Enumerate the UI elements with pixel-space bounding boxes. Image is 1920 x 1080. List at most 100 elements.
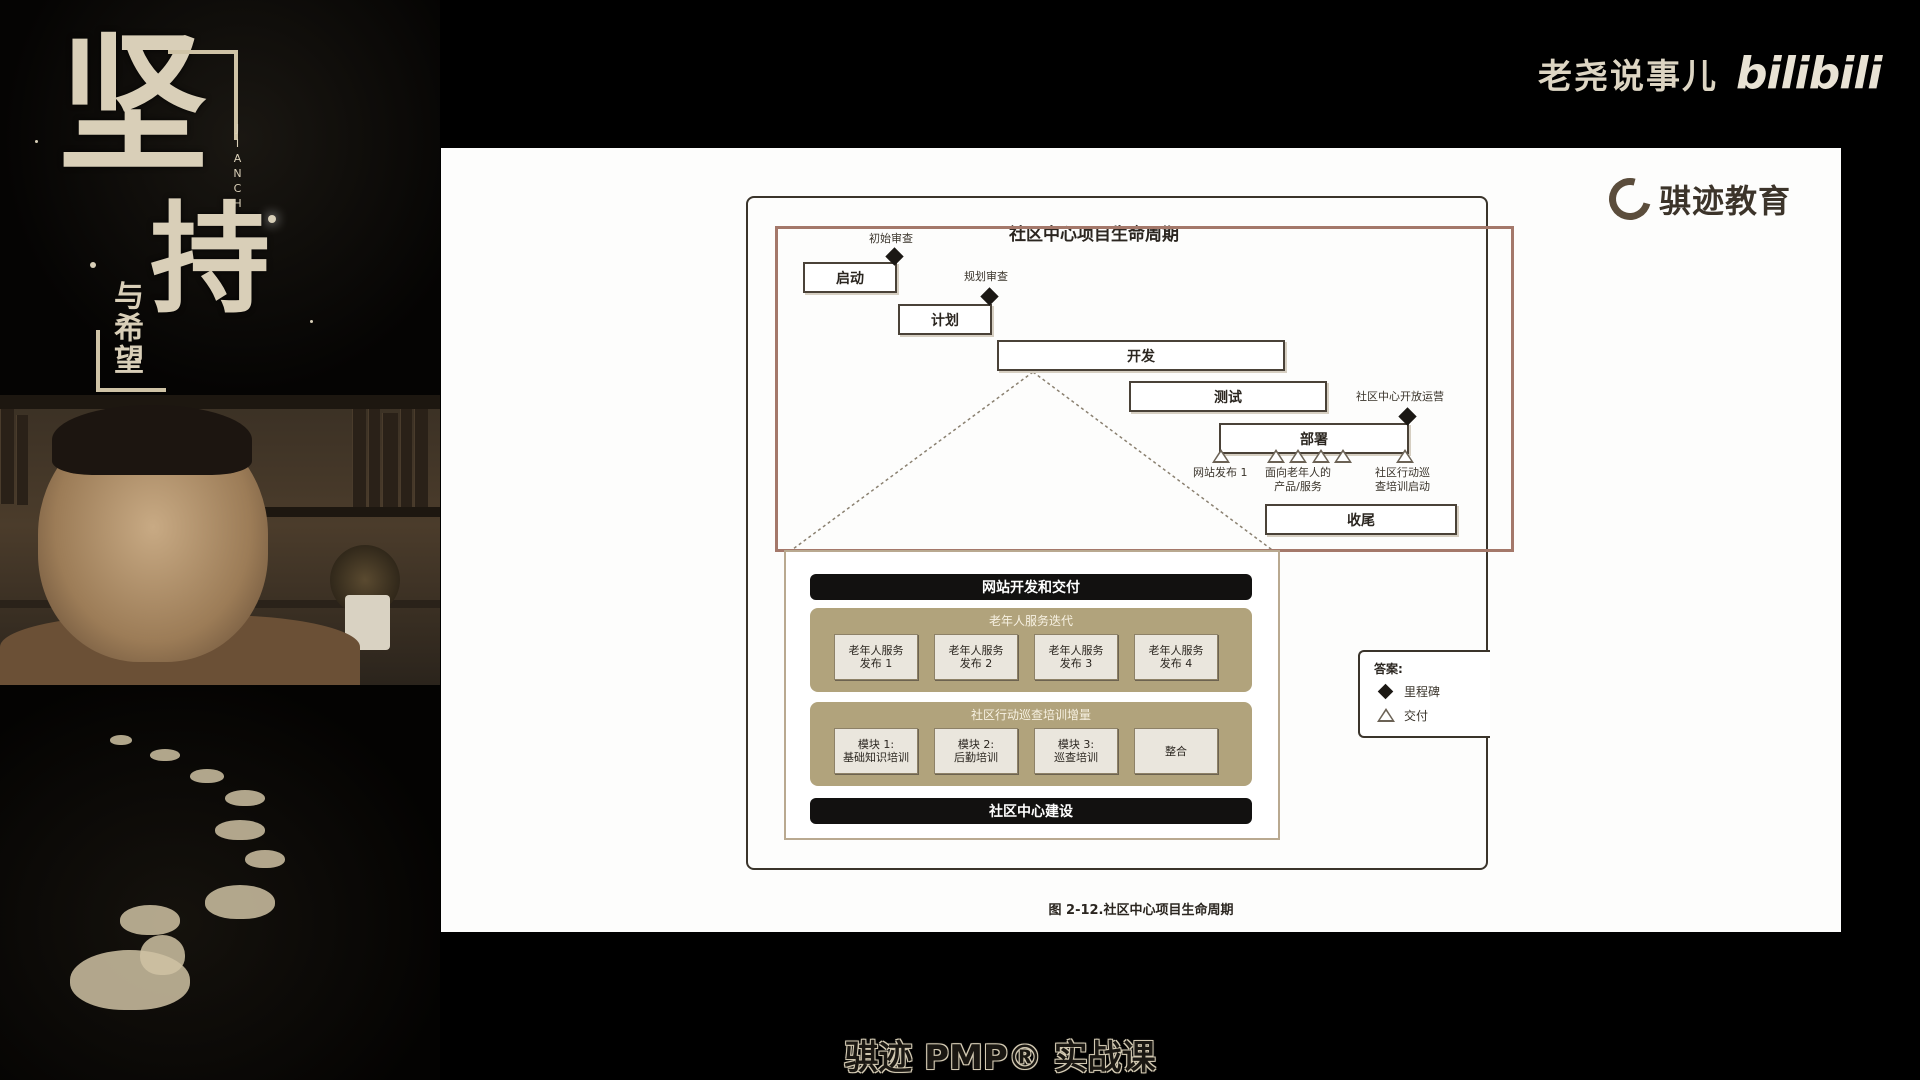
delivery-label-patrol-training: 社区行动巡 查培训启动 <box>1375 466 1430 494</box>
footprint <box>110 735 132 745</box>
figure-caption: 图 2-12.社区中心项目生命周期 <box>1048 903 1234 918</box>
chip-module-2: 模块 2:后勤培训 <box>934 728 1018 774</box>
channel-name: 老尧说事儿 <box>1538 56 1718 97</box>
slide-logo: 骐迹教育 <box>1601 170 1792 228</box>
milestone-label-plan-review: 规划审查 <box>964 270 1008 283</box>
phase-test: 测试 <box>1129 381 1327 412</box>
star-sparkle <box>310 320 313 323</box>
chip-elder-release-3: 老年人服务发布 3 <box>1034 634 1118 680</box>
star-sparkle <box>175 200 179 204</box>
chip-line: 巡查培训 <box>1054 751 1098 764</box>
book <box>368 409 380 509</box>
phase-close: 收尾 <box>1265 504 1457 535</box>
chip-line: 后勤培训 <box>954 751 998 764</box>
chip-module-3: 模块 3:巡查培训 <box>1034 728 1118 774</box>
calligraphy-stroke <box>96 388 166 392</box>
chip-line: 老年人服务 <box>848 644 904 657</box>
milestone-label-initial-review: 初始审查 <box>869 232 913 245</box>
webcam-feed <box>0 395 440 685</box>
calligraphy-main-char: 持 <box>150 189 270 330</box>
chip-line: 发布 4 <box>1159 657 1193 670</box>
presenter-hair <box>52 405 252 475</box>
star-sparkle <box>90 262 96 268</box>
calligraphy-pinyin: JIANCHI <box>231 122 244 227</box>
delivery-label-line: 产品/服务 <box>1274 480 1322 493</box>
delivery-label-line: 社区行动巡 <box>1375 466 1430 479</box>
legend-delivery-icon <box>1377 708 1395 722</box>
chip-line: 模块 1: <box>857 738 895 751</box>
phase-start: 启动 <box>803 262 897 293</box>
chip-line: 整合 <box>1165 744 1187 758</box>
chip-line: 发布 1 <box>859 657 893 670</box>
legend-title: 答案: <box>1374 662 1403 676</box>
delivery-triangle-icon <box>1267 449 1285 463</box>
diagram-frame <box>746 196 1488 870</box>
footprint-decoration <box>0 685 440 1080</box>
chip-line: 发布 2 <box>959 657 993 670</box>
chip-module-1: 模块 1:基础知识培训 <box>834 728 918 774</box>
qiji-logo-icon <box>1601 170 1659 228</box>
slide-logo-text: 骐迹教育 <box>1659 182 1792 220</box>
chip-integration: 整合 <box>1134 728 1218 774</box>
calligraphy-subtitle: 与希望 <box>108 280 143 376</box>
legend: 答案: 里程碑 交付 <box>1358 650 1490 738</box>
star-sparkle <box>268 215 276 223</box>
footprint <box>215 820 265 840</box>
book <box>400 409 412 509</box>
phase-develop: 开发 <box>997 340 1285 371</box>
band-patrol-training: 社区行动巡查培训增量 模块 1:基础知识培训 模块 2:后勤培训 模块 3:巡查… <box>810 702 1252 786</box>
star-sparkle <box>35 140 38 143</box>
delivery-label-line: 面向老年人的 <box>1265 466 1331 479</box>
detail-bottom-bar: 社区中心建设 <box>810 798 1252 824</box>
book <box>0 409 14 504</box>
chip-line: 老年人服务 <box>948 644 1004 657</box>
chip-line: 发布 3 <box>1059 657 1093 670</box>
chip-line: 模块 3: <box>1057 738 1095 751</box>
delivery-triangle-icon <box>1312 449 1330 463</box>
delivery-label-line: 查培训启动 <box>1375 480 1430 493</box>
legend-delivery-label: 交付 <box>1404 709 1429 723</box>
footprint <box>190 769 224 783</box>
footprint <box>245 850 285 868</box>
calligraphy-stroke <box>96 330 100 390</box>
chip-line: 模块 2: <box>957 738 995 751</box>
book <box>16 415 28 505</box>
course-title: 骐迹 PMP® 实战课 <box>844 1038 1156 1078</box>
bookshelf <box>0 395 440 409</box>
book <box>382 413 398 509</box>
phase-plan: 计划 <box>898 304 992 335</box>
chip-elder-release-2: 老年人服务发布 2 <box>934 634 1018 680</box>
delivery-triangle-icon <box>1212 449 1230 463</box>
lecture-slide: 骐迹教育 社区中心项目生命周期 启动 计划 开发 测试 部署 收尾 初始审查 规… <box>441 148 1841 932</box>
chip-elder-release-1: 老年人服务发布 1 <box>834 634 918 680</box>
band-title: 老年人服务迭代 <box>988 614 1073 628</box>
delivery-triangle-icon <box>1396 449 1414 463</box>
calligraphy-main-char: 坚 <box>58 17 209 193</box>
calligraphy-stroke <box>234 50 238 140</box>
highlight-frame <box>775 226 1514 552</box>
milestone-label-open-operation: 社区中心开放运营 <box>1356 390 1444 403</box>
delivery-label-elder-products: 面向老年人的 产品/服务 <box>1265 466 1331 494</box>
footprint <box>120 905 180 935</box>
delivery-triangle-icon <box>1289 449 1307 463</box>
chip-line: 老年人服务 <box>1148 644 1204 657</box>
band-elder-service: 老年人服务迭代 老年人服务发布 1 老年人服务发布 2 老年人服务发布 3 老年… <box>810 608 1252 692</box>
bilibili-logo: bilibili <box>1736 47 1882 99</box>
footprint <box>140 935 185 975</box>
delivery-triangle-icon <box>1334 449 1352 463</box>
legend-milestone-label: 里程碑 <box>1404 685 1441 699</box>
delivery-label-site-release: 网站发布 1 <box>1193 466 1248 479</box>
footprint <box>205 885 275 919</box>
footprint <box>225 790 265 806</box>
chip-line: 基础知识培训 <box>843 751 909 764</box>
legend-milestone-icon <box>1377 683 1394 700</box>
band-title: 社区行动巡查培训增量 <box>970 708 1091 722</box>
chip-line: 老年人服务 <box>1048 644 1104 657</box>
calligraphy-stroke <box>168 50 238 54</box>
detail-top-bar: 网站开发和交付 <box>810 574 1252 600</box>
book <box>414 409 428 509</box>
chart-title: 社区中心项目生命周期 <box>1009 225 1179 245</box>
book <box>352 409 366 509</box>
bookshelf <box>260 507 440 517</box>
